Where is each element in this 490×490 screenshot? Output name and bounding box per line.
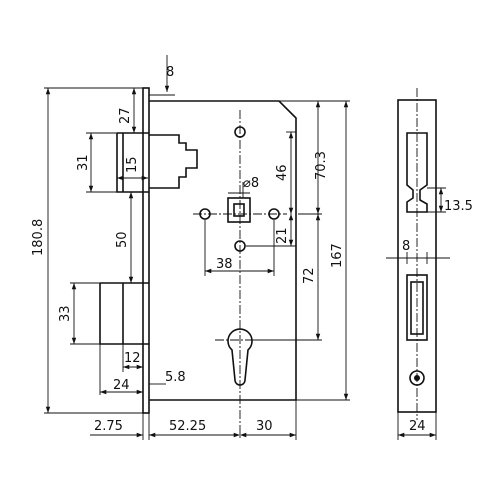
dim-case-upper-height: 70.3 — [314, 151, 329, 180]
spindle-square-hole — [233, 203, 245, 217]
latch-tail — [149, 134, 198, 189]
dim-side-faceplate-width: 8 — [402, 239, 410, 254]
faceplate — [142, 87, 150, 414]
dim-case-lower-height: 167 — [330, 243, 345, 268]
dim-spindle-to-cylinder: 72 — [302, 267, 317, 284]
lock-case-outline — [149, 100, 297, 401]
dim-screw-hole-spacing: 38 — [216, 257, 233, 272]
dim-bolt-top-offset: 27 — [118, 107, 133, 124]
dim-deadbolt-height: 33 — [58, 305, 73, 322]
dim-spindle-hole-to-top: 46 — [275, 164, 290, 181]
dimension-lines: 8 180.8 27 31 15 50 33 12 24 — [31, 55, 350, 440]
dead-bolt — [99, 282, 149, 345]
side-view: 13.5 8 24 — [386, 88, 473, 440]
dim-small-offset: 5.8 — [165, 370, 186, 385]
dim-side-case-width: 24 — [409, 419, 426, 434]
dim-side-slot-height: 13.5 — [444, 199, 473, 214]
dim-latch-width: 15 — [125, 156, 140, 173]
dim-deadbolt-throw: 12 — [124, 351, 141, 366]
diameter-icon: ⌀ — [243, 176, 251, 191]
front-view — [99, 87, 297, 440]
dim-cylinder-to-back: 30 — [256, 419, 273, 434]
dim-screw-hole-lower-offset: 21 — [275, 227, 290, 244]
dim-spindle-square: ⌀8 — [243, 176, 259, 191]
dim-backset: 52.25 — [169, 419, 206, 434]
dim-spindle-to-deadbolt: 50 — [115, 231, 130, 248]
dim-total-height: 180.8 — [31, 219, 46, 256]
dim-faceplate-overhang: 2.75 — [94, 419, 123, 434]
follower-square — [227, 197, 251, 223]
dim-latch-height: 31 — [76, 154, 91, 171]
dim-deadbolt-projection: 24 — [113, 378, 130, 393]
dim-faceplate-thickness: 8 — [166, 65, 174, 80]
